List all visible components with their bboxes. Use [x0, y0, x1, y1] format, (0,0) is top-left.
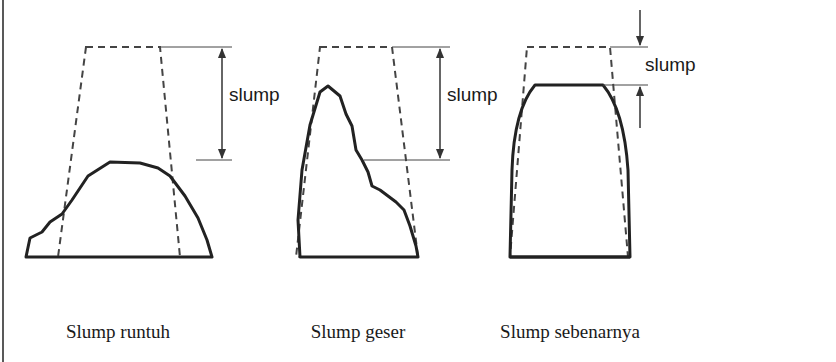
sheared-concrete	[298, 86, 418, 257]
base-line	[510, 256, 630, 259]
figure-caption: Slump runtuh	[66, 322, 170, 343]
extension-line	[364, 160, 450, 161]
figure-caption: Slump geser	[311, 322, 405, 343]
extension-line	[196, 160, 232, 161]
slump-dimension	[639, 10, 641, 45]
dimension-label: slump	[645, 55, 696, 76]
slump-dimension	[639, 87, 641, 128]
extension-line	[160, 47, 232, 48]
true-slump-concrete	[510, 85, 630, 257]
extension-line	[392, 47, 450, 48]
figure-caption: Slump sebenarnya	[500, 322, 640, 343]
cone-outline	[510, 47, 628, 257]
dimension-label: slump	[447, 85, 498, 106]
frame-line	[2, 0, 4, 362]
dimension-label: slump	[229, 85, 280, 106]
extension-line	[610, 47, 648, 48]
slump-dimension	[221, 49, 223, 158]
cone-outline	[296, 47, 418, 257]
cone-outline	[58, 47, 180, 257]
extension-line	[603, 85, 648, 86]
collapsed-concrete	[26, 162, 212, 257]
slump-dimension	[439, 49, 441, 158]
